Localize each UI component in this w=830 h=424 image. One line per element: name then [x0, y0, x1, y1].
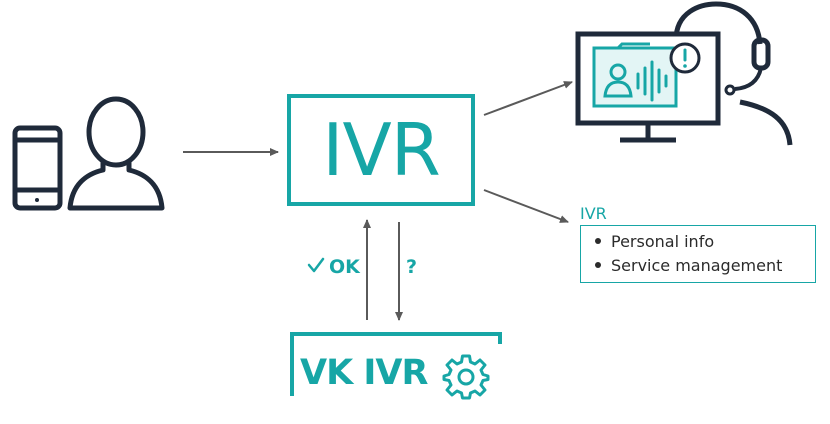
- operator-monitor-icon: [575, 1, 793, 146]
- ok-label: OK: [313, 256, 360, 278]
- check-icon: [307, 257, 325, 273]
- list-item-label: Personal info: [611, 232, 715, 251]
- arrow-ivr-to-operator: [483, 81, 573, 116]
- side-panel-box: Personal info Service management: [580, 225, 816, 283]
- ivr-box: [287, 94, 475, 206]
- ivr-box-label: IVR: [322, 108, 441, 192]
- question-label: ?: [406, 256, 418, 278]
- vk-ivr-box: [290, 332, 502, 396]
- side-panel-title: IVR: [580, 204, 607, 223]
- bullet-icon: [595, 261, 601, 268]
- list-item: Service management: [595, 254, 815, 278]
- list-item: Personal info: [595, 230, 815, 254]
- arrow-ivr-to-info: [483, 189, 569, 223]
- user-icon: [67, 96, 165, 211]
- side-panel-list: Personal info Service management: [581, 226, 815, 278]
- bullet-icon: [595, 237, 601, 244]
- vk-ivr-label: VK IVR: [300, 353, 428, 393]
- list-item-label: Service management: [611, 256, 783, 275]
- ok-label-text: OK: [329, 256, 360, 278]
- gear-icon: [442, 354, 490, 400]
- phone-icon: [12, 125, 63, 211]
